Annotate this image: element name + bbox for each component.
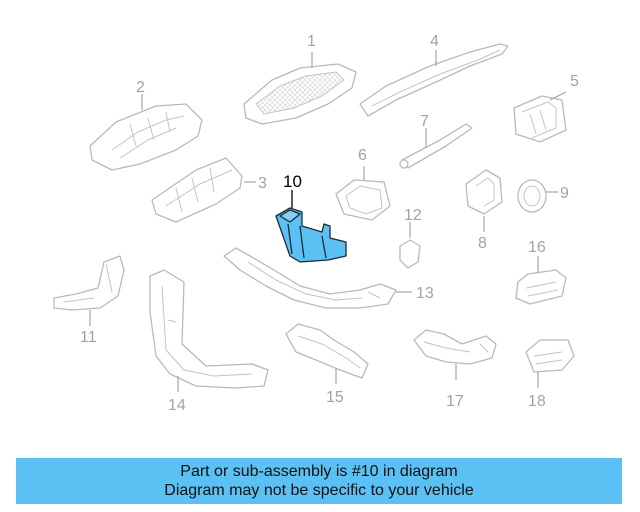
- banner-line-2: Diagram may not be specific to your vehi…: [164, 482, 474, 499]
- part-11: 11: [53, 255, 125, 346]
- part-1: 1: [243, 33, 357, 125]
- callout-17: 17: [446, 393, 464, 410]
- part-8: 8: [465, 169, 503, 252]
- part-10-highlighted: 10: [275, 172, 347, 263]
- callout-6: 6: [358, 147, 367, 164]
- callout-8: 8: [478, 235, 487, 252]
- part-16: 16: [515, 239, 567, 305]
- callout-10: 10: [283, 172, 302, 191]
- callout-4: 4: [430, 33, 439, 50]
- part-12: 12: [399, 207, 422, 269]
- part-15: 15: [285, 323, 369, 406]
- part-3: 3: [151, 157, 267, 223]
- callout-18: 18: [528, 393, 546, 410]
- callout-15: 15: [326, 389, 344, 406]
- leader-line-5: [549, 91, 567, 101]
- info-banner: Part or sub-assembly is #10 in diagram D…: [16, 458, 622, 504]
- part-18: 18: [525, 339, 575, 410]
- part-2: 2: [89, 79, 203, 171]
- callout-16: 16: [528, 239, 546, 256]
- part-5: 5: [513, 73, 579, 143]
- callout-2: 2: [136, 79, 145, 96]
- part-4: 4: [359, 33, 509, 117]
- callout-7: 7: [420, 113, 429, 130]
- callout-12: 12: [404, 207, 422, 224]
- callout-9: 9: [560, 185, 569, 202]
- part-6: 6: [335, 147, 391, 221]
- part-13: 13: [223, 247, 434, 309]
- part-7: 7: [399, 113, 473, 169]
- callout-5: 5: [570, 73, 579, 90]
- callout-3: 3: [258, 175, 267, 192]
- callout-13: 13: [416, 285, 434, 302]
- callout-14: 14: [168, 397, 186, 414]
- banner-line-1: Part or sub-assembly is #10 in diagram: [180, 463, 458, 480]
- parts-diagram: 1 4 2 5 7 3 6: [53, 33, 579, 414]
- callout-1: 1: [307, 33, 316, 50]
- callout-11: 11: [80, 329, 97, 346]
- part-17: 17: [413, 329, 497, 410]
- part-14: 14: [149, 269, 269, 414]
- part-9: 9: [517, 179, 569, 213]
